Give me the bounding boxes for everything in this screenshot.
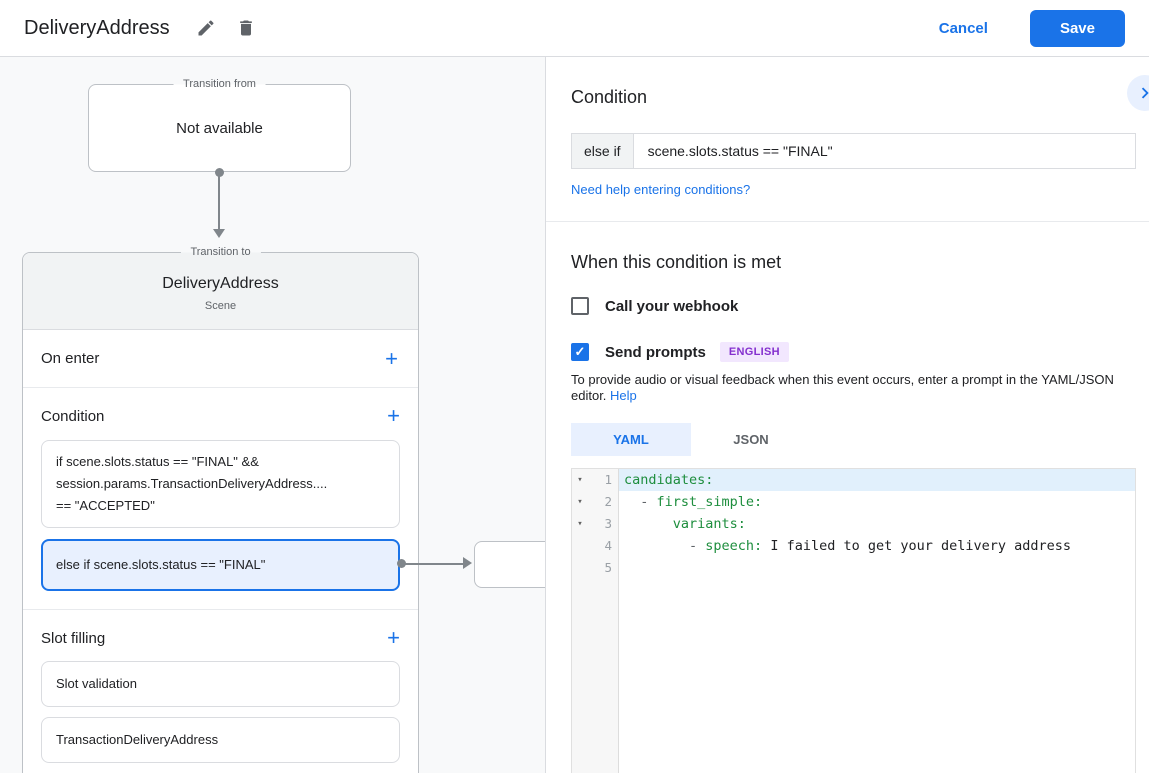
condition-section: Condition + if scene.slots.status == "FI… xyxy=(23,388,418,610)
section-divider xyxy=(546,221,1149,222)
slot-filling-item[interactable]: Slot validation xyxy=(41,661,400,707)
fold-arrow-icon[interactable]: ▾ xyxy=(572,469,588,491)
code-line[interactable]: candidates: xyxy=(619,469,1135,491)
transition-from-node[interactable]: Transition from Not available xyxy=(88,77,351,172)
conditions-help-link[interactable]: Need help entering conditions? xyxy=(571,182,751,197)
scene-diagram-canvas[interactable]: Transition from Not available Transition… xyxy=(0,57,546,773)
fold-arrow-icon[interactable]: ▾ xyxy=(572,491,588,513)
chevron-right-icon xyxy=(1134,82,1149,104)
connector-dot xyxy=(397,559,406,568)
transition-to-legend: Transition to xyxy=(180,245,261,260)
editor-line: ▾3 variants: xyxy=(572,513,1135,535)
line-number: 2 xyxy=(588,491,619,513)
arrow-right-icon xyxy=(463,557,472,569)
condition-item-list: if scene.slots.status == "FINAL" && sess… xyxy=(41,440,400,591)
webhook-row: Call your webhook xyxy=(571,297,1136,315)
topbar: DeliveryAddress Cancel Save xyxy=(0,0,1149,57)
code-line[interactable]: - first_simple: xyxy=(624,494,763,510)
transition-from-value: Not available xyxy=(176,119,263,137)
main-area: Transition from Not available Transition… xyxy=(0,57,1149,773)
webhook-checkbox[interactable] xyxy=(571,297,589,315)
scene-name: DeliveryAddress xyxy=(162,275,279,292)
scene-card-header[interactable]: DeliveryAddress Scene xyxy=(23,253,418,330)
on-enter-row[interactable]: On enter + xyxy=(23,330,418,388)
slot-filling-item[interactable]: TransactionDeliveryAddress xyxy=(41,717,400,763)
line-number: 1 xyxy=(588,469,619,491)
fold-arrow-icon xyxy=(572,535,588,557)
connector-dot xyxy=(215,168,224,177)
prompts-checkbox[interactable]: ✓ xyxy=(571,343,589,361)
fold-arrow-icon xyxy=(572,557,588,579)
edit-button[interactable] xyxy=(194,16,218,40)
condition-item[interactable]: if scene.slots.status == "FINAL" && sess… xyxy=(41,440,400,528)
transition-target-node[interactable] xyxy=(474,541,545,588)
cancel-button[interactable]: Cancel xyxy=(933,19,994,38)
scene-card: Transition to DeliveryAddress Scene On e… xyxy=(22,245,419,773)
trash-icon xyxy=(236,18,256,38)
pencil-icon xyxy=(196,18,216,38)
code-line[interactable] xyxy=(619,557,1135,579)
send-prompts-label: Send prompts xyxy=(605,343,706,361)
line-number: 5 xyxy=(588,557,619,579)
send-prompts-row: ✓ Send prompts ENGLISH xyxy=(571,342,1136,362)
scene-type-label: Scene xyxy=(204,300,237,312)
prompts-description: To provide audio or visual feedback when… xyxy=(571,372,1136,404)
condition-section-label: Condition xyxy=(41,407,105,425)
description-text: To provide audio or visual feedback when… xyxy=(571,372,1114,403)
transition-from-legend: Transition from xyxy=(173,77,266,92)
condition-met-heading: When this condition is met xyxy=(571,252,782,272)
condition-expression-input[interactable] xyxy=(632,133,1136,169)
condition-detail-panel: Condition else if Need help entering con… xyxy=(546,57,1149,773)
editor-line: ▾2 - first_simple: xyxy=(572,491,1135,513)
editor-gutter-filler xyxy=(572,579,1135,773)
code-line[interactable]: - speech: I failed to get your delivery … xyxy=(624,538,1072,554)
arrow-down-icon xyxy=(213,229,225,238)
editor-line: 4 - speech: I failed to get your deliver… xyxy=(572,535,1135,557)
add-condition-button[interactable]: + xyxy=(387,403,400,428)
delete-button[interactable] xyxy=(234,16,258,40)
condition-input-row: else if xyxy=(571,133,1136,169)
slot-filling-label: Slot filling xyxy=(41,629,106,647)
tab-yaml[interactable]: YAML xyxy=(571,423,691,456)
on-enter-label: On enter xyxy=(41,350,100,367)
line-number: 3 xyxy=(588,513,619,535)
editor-line: 5 xyxy=(572,557,1135,579)
connector-line xyxy=(402,563,463,565)
save-button[interactable]: Save xyxy=(1029,9,1125,47)
tab-json[interactable]: JSON xyxy=(733,432,769,447)
editor-tabs: YAML JSON xyxy=(571,423,1136,456)
fold-arrow-icon[interactable]: ▾ xyxy=(572,513,588,535)
page-title: DeliveryAddress xyxy=(24,16,170,39)
condition-prefix-label: else if xyxy=(571,133,633,169)
collapse-panel-button[interactable] xyxy=(1127,75,1149,111)
add-slot-button[interactable]: + xyxy=(387,625,400,650)
line-number: 4 xyxy=(588,535,619,557)
help-link[interactable]: Help xyxy=(610,388,637,403)
connector-line xyxy=(218,173,220,229)
code-line[interactable]: variants: xyxy=(672,516,746,532)
add-on-enter-button[interactable]: + xyxy=(385,345,398,371)
language-badge: ENGLISH xyxy=(719,342,789,362)
panel-title: Condition xyxy=(571,87,648,107)
condition-item[interactable]: else if scene.slots.status == "FINAL" xyxy=(41,539,400,591)
webhook-label: Call your webhook xyxy=(605,297,739,315)
